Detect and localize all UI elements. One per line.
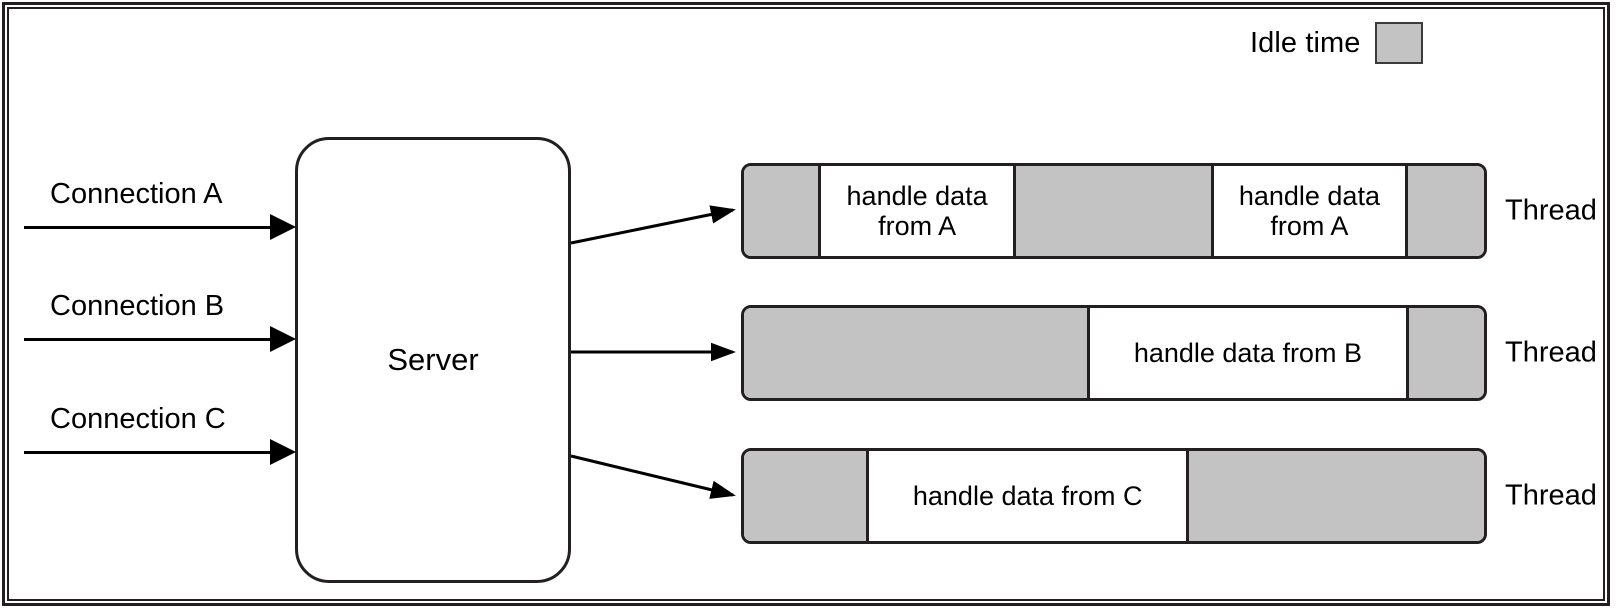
thread-row-b: handle data from B Thread [741,305,1597,401]
connection-a-line [24,226,272,229]
connection-a-label: Connection A [50,178,223,210]
connection-arrow-c: Connection C [24,403,296,473]
idle-segment [744,308,1088,398]
busy-segment: handle data from A [818,166,1013,256]
thread-row-a: handle data from A handle data from A Th… [741,163,1597,259]
server-box: Server [295,137,571,583]
thread-row-c: handle data from C Thread [741,448,1597,544]
busy-segment: handle data from C [866,451,1187,541]
idle-segment [1405,308,1484,398]
inner-frame-border [7,7,1605,601]
thread-label-b: Thread [1505,336,1597,369]
thread-bar-c: handle data from C [741,448,1487,544]
busy-segment: handle data from A [1211,166,1405,256]
thread-bar-a: handle data from A handle data from A [741,163,1487,259]
arrow-head-icon [270,214,296,240]
idle-segment [1012,166,1212,256]
busy-segment: handle data from B [1087,308,1406,398]
idle-segment [744,451,866,541]
thread-label-c: Thread [1505,479,1597,512]
thread-label-a: Thread [1505,194,1597,227]
connection-c-line [24,451,272,454]
connection-b-label: Connection B [50,290,225,322]
idle-time-swatch-icon [1374,22,1423,64]
connection-b-line [24,338,272,341]
idle-segment [1186,451,1484,541]
idle-segment [744,166,819,256]
server-label: Server [387,342,479,377]
connection-arrow-b: Connection B [24,290,296,360]
connection-c-label: Connection C [50,403,226,435]
connection-arrow-a: Connection A [24,178,296,248]
arrow-head-icon [270,439,296,465]
arrow-head-icon [270,326,296,352]
legend: Idle time [1250,22,1423,64]
thread-bar-b: handle data from B [741,305,1487,401]
legend-label: Idle time [1250,26,1361,59]
idle-segment [1404,166,1484,256]
